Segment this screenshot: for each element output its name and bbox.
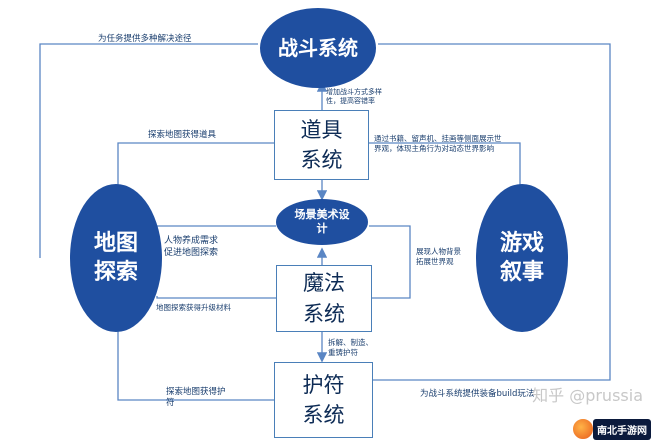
label-charm-battle: 为战斗系统提供装备build玩法: [420, 389, 535, 399]
connector-battle-story: [373, 43, 611, 381]
node-charm-system: 护符 系统: [274, 362, 373, 438]
node-battle-ellipse: [260, 8, 376, 88]
connector-map-scene: [156, 225, 276, 236]
connector-map-charm: [117, 330, 274, 401]
site-logo: 南北手游网: [571, 414, 651, 444]
node-magic-system: 魔法 系统: [276, 265, 372, 332]
label-top-left: 为任务提供多种解决途径: [98, 34, 192, 44]
label-map-magic: 地图探索获得升级材料: [156, 303, 231, 312]
label-map-items: 探索地图获得道具: [148, 130, 217, 140]
connector-map-magic: [156, 296, 276, 299]
node-map-ellipse: [70, 184, 162, 332]
node-game-story: 游戏 叙事: [499, 231, 544, 285]
node-story-ellipse: [476, 184, 568, 332]
logo-mark-icon: [571, 417, 595, 441]
node-items-system: 道具 系统: [274, 110, 369, 180]
node-map-explore: 地图 探索: [93, 231, 138, 285]
label-map-scene: 人物养成需求 促进地图探索: [164, 236, 219, 258]
node-scene-ellipse: [276, 199, 368, 245]
label-magic-charm: 拆解、制造、 重铸护符: [328, 338, 373, 357]
connector-map-items: [117, 142, 274, 190]
connector-map-battle: [39, 43, 258, 258]
label-scene-story: 展现人物背景 拓展世界观: [416, 247, 461, 266]
label-items-story: 通过书籍、留声机、挂画等侧面展示世 界观，体现主角行为对动态世界影响: [374, 134, 502, 153]
node-battle: 战斗系统: [278, 36, 358, 60]
label-battle-items: 增加战斗方式多样 性，提高容错率: [326, 88, 382, 106]
watermark: 知乎 @prussia: [532, 386, 643, 405]
connector-items-story: [368, 142, 521, 190]
connector-scene-story: [369, 225, 411, 299]
node-scene-art: 场景美术设 计: [294, 207, 350, 235]
label-map-charm: 探索地图获得护 符: [166, 387, 226, 409]
logo-text: 南北手游网: [593, 418, 651, 440]
